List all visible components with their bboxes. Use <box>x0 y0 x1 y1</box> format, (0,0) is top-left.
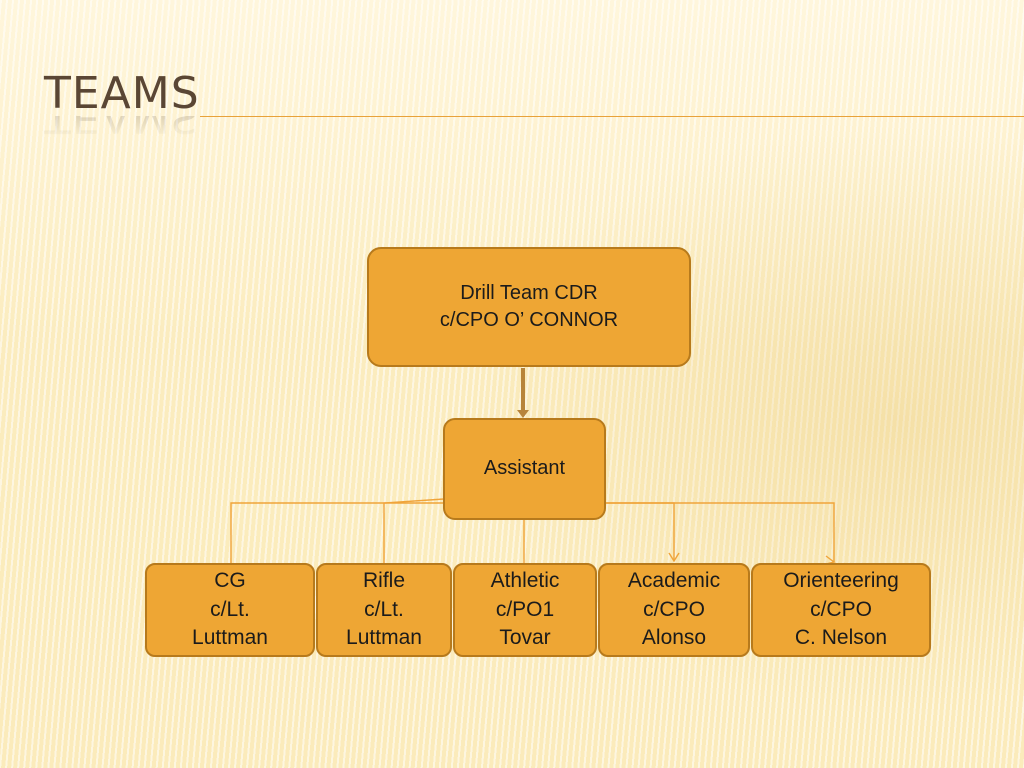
team-rank: c/Lt. <box>364 597 404 621</box>
team-person: C. Nelson <box>794 626 888 650</box>
connector-assistant-orienteering <box>606 502 835 562</box>
team-person: Tovar <box>499 626 551 650</box>
connector-root-assistant-arrow <box>517 410 529 418</box>
team-rank: c/CPO <box>643 597 705 621</box>
team-rank: c/PO1 <box>495 597 555 621</box>
connector-assistant-academic <box>606 502 675 560</box>
connector-assistant-cg <box>230 502 444 564</box>
assistant-label: Assistant <box>483 457 566 480</box>
connector-academic-arrow <box>668 552 680 563</box>
team-person: Alonso <box>641 626 707 650</box>
team-name: Academic <box>627 569 721 593</box>
team-box-academic: Academic c/CPO Alonso <box>598 563 750 657</box>
team-box-rifle: Rifle c/Lt. Luttman <box>316 563 452 657</box>
team-person: Luttman <box>346 626 422 650</box>
drill-team-cdr-box: Drill Team CDR c/CPO O’ CONNOR <box>367 247 691 367</box>
slide-title: TEAMS <box>44 68 200 119</box>
drill-team-cdr-title: Drill Team CDR <box>460 281 598 304</box>
team-rank: c/Lt. <box>210 597 250 621</box>
team-box-athletic: Athletic c/PO1 Tovar <box>453 563 597 657</box>
team-box-cg: CG c/Lt. Luttman <box>145 563 315 657</box>
assistant-box: Assistant <box>443 418 606 520</box>
team-name: CG <box>214 569 246 593</box>
team-name: Orienteering <box>783 569 899 593</box>
team-name: Rifle <box>362 569 405 593</box>
team-box-orienteering: Orienteering c/CPO C. Nelson <box>751 563 931 657</box>
slide-title-group: TEAMS TEAMS <box>44 68 200 139</box>
team-rank: c/CPO <box>810 597 872 621</box>
title-underline <box>200 116 1024 117</box>
connector-assistant-rifle <box>383 498 445 564</box>
team-name: Athletic <box>490 569 560 593</box>
drill-team-cdr-name: c/CPO O’ CONNOR <box>439 309 619 331</box>
team-person: Luttman <box>192 626 268 650</box>
